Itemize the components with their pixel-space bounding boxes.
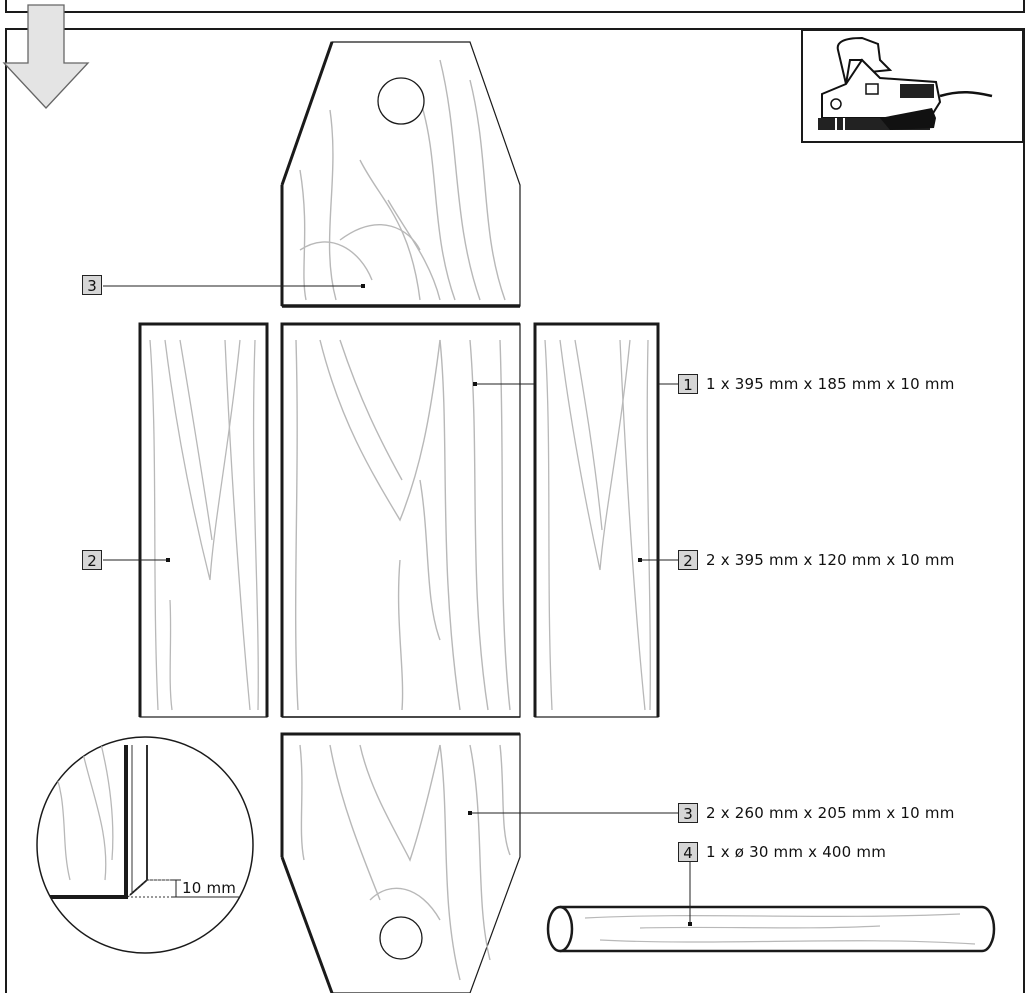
part-1 — [280, 322, 678, 718]
part-3-badge-bottom: 3 — [678, 803, 698, 823]
part-2-left — [103, 322, 269, 718]
part-3-dimensions: 2 x 260 mm x 205 mm x 10 mm — [706, 804, 955, 822]
part-3-bottom — [280, 732, 678, 993]
part-3-top — [103, 41, 521, 308]
part-4 — [546, 852, 996, 953]
part-2-right — [533, 322, 678, 718]
part-2-dimensions: 2 x 395 mm x 120 mm x 10 mm — [706, 551, 955, 569]
down-arrow-icon — [2, 4, 90, 109]
top-panel-edge — [5, 0, 1025, 13]
part-2-badge: 2 — [82, 550, 102, 570]
part-4-badge: 4 — [678, 842, 698, 862]
part-1-badge: 1 — [678, 374, 698, 394]
jigsaw-icon — [801, 29, 1024, 143]
part-3-badge: 3 — [82, 275, 102, 295]
thickness-label: 10 mm — [182, 879, 237, 897]
main-frame — [5, 28, 1025, 993]
wood-grain — [299, 59, 506, 301]
part-4-dimensions: 1 x ø 30 mm x 400 mm — [706, 843, 887, 861]
part-1-dimensions: 1 x 395 mm x 185 mm x 10 mm — [706, 375, 955, 393]
part-2-badge-right: 2 — [678, 550, 698, 570]
thickness-detail — [36, 736, 254, 954]
